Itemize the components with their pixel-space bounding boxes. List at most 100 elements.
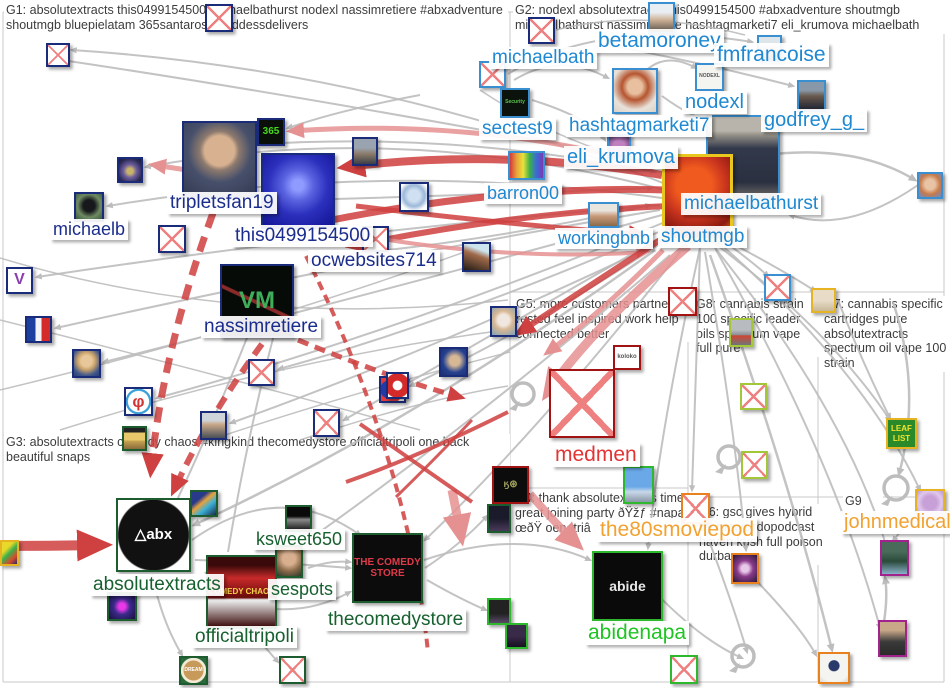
tag-koloko[interactable]: koloko: [613, 345, 641, 370]
edge: [882, 575, 890, 623]
edge: [423, 543, 593, 561]
icon-phi-glyph: φ: [132, 391, 145, 411]
photo-mic[interactable]: [285, 505, 312, 532]
logo-baseball-cap[interactable]: [818, 652, 850, 684]
edge: [227, 304, 283, 553]
icon-phi[interactable]: φ: [124, 387, 153, 416]
photo-this0499154500[interactable]: [261, 153, 335, 229]
edge: [141, 211, 217, 479]
xbox-node[interactable]: [670, 655, 698, 684]
logo-abidenapa-glyph: abide: [609, 577, 646, 594]
photo-dark-right[interactable]: [505, 623, 528, 649]
img-neon-spiral[interactable]: [107, 592, 137, 621]
photo-olive-small[interactable]: [729, 318, 753, 347]
vertex-label-ksweet650: ksweet650: [253, 529, 346, 550]
group-title-g2: G2: nodexl absolutextracts this049915450…: [513, 2, 945, 34]
photo-gray-suit-man[interactable]: [200, 411, 227, 440]
vertex-label-thecomedystore: thecomedystore: [325, 609, 467, 631]
xbox-node[interactable]: [741, 451, 768, 479]
photo-g9-man1[interactable]: [880, 540, 909, 576]
vertex-label-workingbnb: workingbnb: [555, 228, 654, 249]
vertex-label-medmen: medmen: [552, 443, 640, 467]
photo-hashtagmarketi7[interactable]: [612, 68, 658, 114]
edge: [543, 248, 665, 356]
edge: [704, 251, 749, 553]
self-loop-edge: [730, 643, 756, 669]
edge: [59, 329, 506, 431]
logo-thecomedystore[interactable]: THE COMEDY STORE: [352, 533, 423, 603]
photo-sky[interactable]: [623, 466, 654, 504]
self-loop-edge: [716, 444, 742, 470]
logo-nodexl-glyph: NODEXL: [699, 73, 720, 80]
img-dark-glyph[interactable]: ӄ⊛: [492, 466, 529, 504]
xbox-node[interactable]: [313, 409, 340, 437]
xbox-node[interactable]: [248, 359, 275, 386]
vertex-label-betamoroney: betamoroney: [595, 29, 724, 53]
edge: [228, 239, 666, 425]
photo-beige-small[interactable]: [811, 288, 836, 313]
vertex-label-michaelbath: michaelbath: [489, 47, 598, 69]
edge: [191, 506, 362, 541]
edge: [715, 249, 882, 631]
logo-ocwebsites714[interactable]: [399, 182, 429, 212]
xbox-medmen[interactable]: [549, 369, 615, 438]
xbox-node[interactable]: [158, 225, 186, 253]
photo-g3-right-dark[interactable]: [487, 504, 511, 533]
edge: [426, 579, 489, 612]
icon-marianne[interactable]: [25, 316, 52, 343]
group-title-g3: G3: absolutextracts comedy chaos #kingki…: [4, 434, 510, 466]
vertex-label-officialtripoli: officialtripoli: [192, 626, 297, 648]
xbox-node[interactable]: [46, 43, 70, 67]
xbox-node[interactable]: [279, 656, 306, 684]
img-hk-colorful[interactable]: [0, 540, 19, 566]
img-dark-glyph-glyph: ӄ⊛: [503, 479, 518, 491]
logo-abidenapa[interactable]: abide: [592, 551, 663, 621]
vertex-label-nodexl: nodexl: [682, 91, 747, 114]
photo-workingbnb[interactable]: [588, 202, 619, 228]
edge: [307, 558, 353, 569]
vertex-label-ocwebsites714: ocwebsites714: [308, 250, 440, 272]
edge: [714, 247, 888, 548]
img-sectest9-security[interactable]: Security: [500, 88, 530, 118]
vertex-label-absolutextracts: absolutextracts: [90, 574, 224, 596]
photo-michaelb[interactable]: [74, 192, 104, 222]
photo-g9-man2[interactable]: [878, 620, 907, 657]
photo-fairy[interactable]: [731, 553, 759, 584]
photo-whitehair-lady[interactable]: [490, 306, 517, 337]
edge: [345, 410, 509, 484]
icon-galaxy[interactable]: [117, 157, 143, 183]
photo-godfrey[interactable]: [797, 80, 826, 112]
img-leaf-list[interactable]: LEAF LIST: [886, 418, 917, 449]
edge: [891, 301, 911, 477]
vertex-label-fmfrancoise: fmfrancoise: [714, 43, 829, 67]
photo-blonde-woman[interactable]: [72, 349, 101, 378]
xbox-node[interactable]: [528, 17, 555, 44]
logo-absolutextracts[interactable]: △abx: [116, 498, 191, 572]
xbox-node[interactable]: [668, 287, 697, 316]
photo-eu-man[interactable]: [439, 347, 468, 377]
photo-man-on-phone[interactable]: [352, 137, 378, 166]
icon-pixel-glasses[interactable]: [122, 426, 147, 451]
img-guitar[interactable]: [190, 490, 218, 517]
logo-nodexl[interactable]: NODEXL: [695, 63, 724, 91]
logo-dream[interactable]: DREAM: [179, 656, 208, 685]
img-leaf-list-glyph: LEAF LIST: [891, 424, 912, 443]
vertex-label-hashtagmarketi7: hashtagmarketi7: [566, 115, 713, 137]
icon-red-round[interactable]: [386, 372, 409, 399]
vertex-label-sectest9: sectest9: [479, 118, 556, 140]
xbox-node[interactable]: [740, 383, 767, 410]
xbox-node[interactable]: [205, 4, 233, 32]
logo-365santarosa[interactable]: 365: [257, 118, 285, 146]
photo-boy-right[interactable]: [917, 172, 943, 199]
photo-drinking-man[interactable]: [462, 242, 491, 272]
vertex-label-shoutmgb: shoutmgb: [658, 226, 748, 248]
img-barron00[interactable]: [508, 151, 545, 180]
photo-ksweet-face[interactable]: [275, 545, 303, 578]
icon-v-multicolor[interactable]: V: [6, 267, 33, 294]
photo-dark-left[interactable]: [487, 598, 511, 625]
xbox-node[interactable]: [764, 274, 791, 301]
photo-tripletsfan19[interactable]: [182, 121, 257, 198]
vertex-label-nassimretiere: nassimretiere: [201, 316, 322, 338]
self-loop-arrow: [509, 401, 520, 411]
